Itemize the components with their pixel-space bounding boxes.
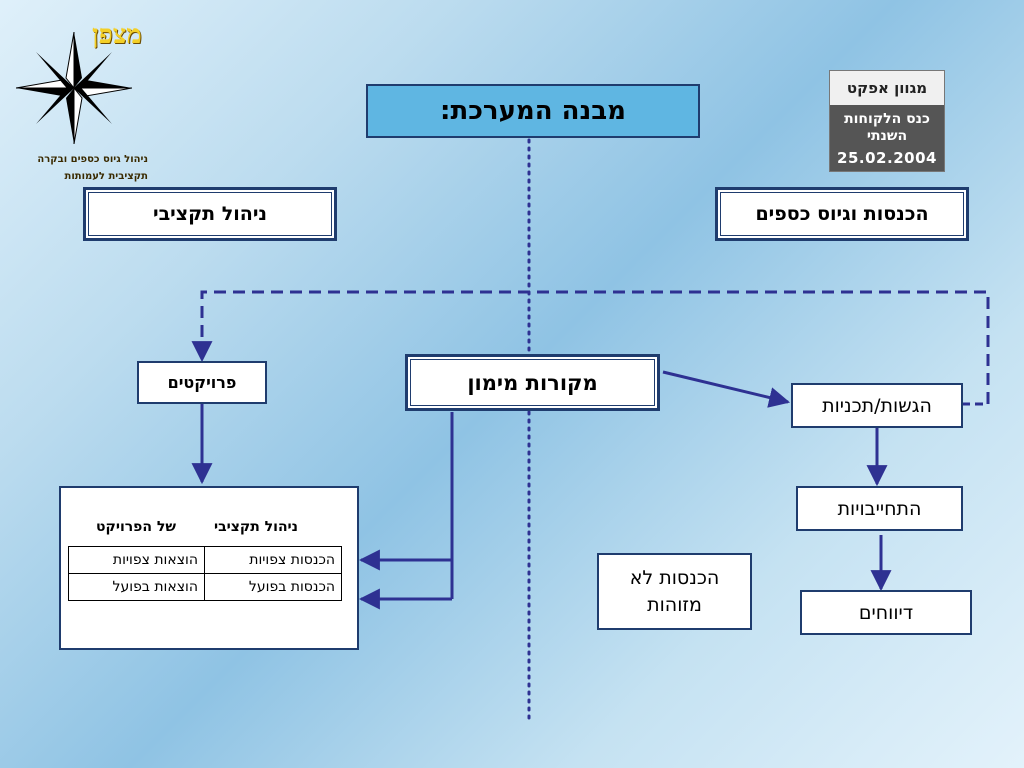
- budget-table-header-right: ניהול תקציבי: [214, 519, 299, 535]
- badge-brand: מגוון אפקט: [830, 71, 944, 105]
- right-section-header: הכנסות וגיוס כספים: [715, 187, 969, 241]
- logo-title: מצפן: [92, 20, 142, 50]
- reports-node: דיווחים: [800, 590, 972, 635]
- logo-subtitle: ניהול גיוס כספים ובקרה תקציבית לעמותות: [20, 151, 148, 185]
- projects-node: פרויקטים: [137, 361, 267, 404]
- commitments-node: התחייבויות: [796, 486, 963, 531]
- funding-sources-node: מקורות מימון: [405, 354, 660, 411]
- submissions-node: הגשות/תכניות: [791, 383, 963, 428]
- badge-event-line-1: כנס הלקוחות: [844, 111, 930, 127]
- arrow-funding-to-submissions: [662, 370, 791, 408]
- budget-cell: הוצאות בפועל: [68, 573, 205, 601]
- diagram-title: מבנה המערכת:: [366, 84, 700, 138]
- unidentified-income-line-2: מזוהות: [647, 593, 702, 616]
- budget-table: הכנסות צפויות הוצאות צפויות הכנסות בפועל…: [68, 546, 342, 601]
- table-row: הכנסות בפועל הוצאות בפועל: [68, 573, 342, 601]
- table-row: הכנסות צפויות הוצאות צפויות: [68, 546, 342, 574]
- budget-table-header-left: של הפרויקט: [96, 519, 176, 535]
- logo-subtitle-line-2: תקציבית לעמותות: [64, 171, 149, 182]
- event-badge: מגוון אפקט כנס הלקוחות השנתי 25.02.2004: [829, 70, 945, 172]
- budget-cell: הוצאות צפויות: [68, 546, 205, 574]
- unidentified-income-line-1: הכנסות לא: [629, 566, 720, 589]
- badge-date: 25.02.2004: [837, 149, 937, 167]
- badge-event: כנס הלקוחות השנתי: [830, 111, 944, 145]
- badge-event-line-2: השנתי: [866, 128, 908, 144]
- budget-cell: הכנסות צפויות: [204, 546, 342, 574]
- budget-cell: הכנסות בפועל: [204, 573, 342, 601]
- left-section-header: ניהול תקציבי: [83, 187, 337, 241]
- unidentified-income-node: הכנסות לא מזוהות: [597, 553, 752, 630]
- logo-subtitle-line-1: ניהול גיוס כספים ובקרה: [37, 154, 148, 165]
- compass-logo-icon: [16, 32, 132, 144]
- dashed-link-submissions-projects: [191, 290, 990, 404]
